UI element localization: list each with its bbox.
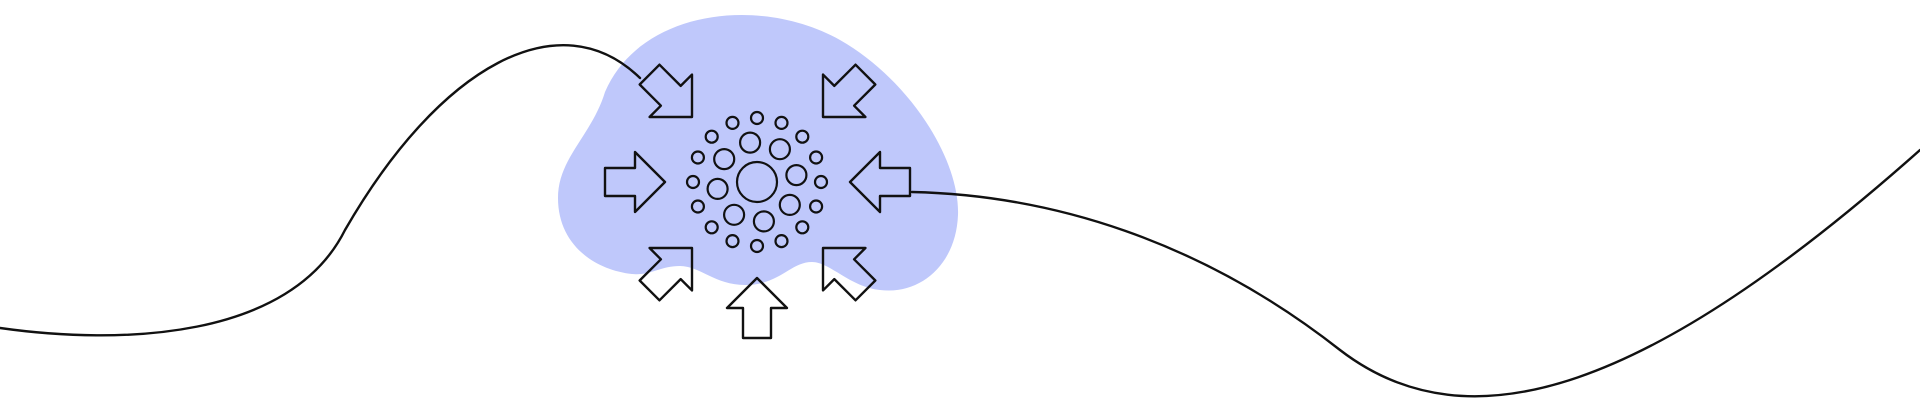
center-dot (735, 160, 779, 204)
wavy-line-left (0, 43, 642, 337)
outer-ring-dot (813, 174, 829, 190)
background-blob (558, 15, 959, 291)
outer-ring-dot (774, 115, 789, 131)
wavy-line-right (910, 148, 1920, 398)
dot-cluster-icon (685, 110, 829, 254)
outer-ring-dot (795, 220, 810, 235)
outer-ring-dot (725, 234, 740, 249)
outer-ring-dot (725, 115, 740, 131)
outer-ring-dot (808, 150, 824, 165)
inner-ring-dot (778, 193, 801, 216)
outer-ring-dot (685, 174, 701, 190)
outer-ring-dot (690, 199, 706, 214)
inner-ring-dot (738, 131, 762, 154)
outer-ring-dot (704, 129, 719, 144)
inner-ring-dot (706, 177, 729, 200)
inner-ring-dot (785, 164, 808, 187)
arrow-bottom (725, 276, 789, 340)
outer-ring-dot (795, 129, 810, 144)
inner-ring-dot (722, 203, 746, 226)
inner-ring-dot (768, 138, 792, 161)
converge-arrows-icon (603, 52, 912, 340)
outer-ring-dot (774, 234, 789, 249)
outer-ring-dot (749, 238, 765, 254)
outer-ring-dot (808, 199, 824, 214)
inner-ring-dot (713, 148, 736, 171)
outer-ring-dot (704, 220, 719, 235)
outer-ring-dot (690, 150, 706, 165)
outer-ring-dot (749, 110, 765, 126)
inner-ring-dot (752, 210, 776, 233)
